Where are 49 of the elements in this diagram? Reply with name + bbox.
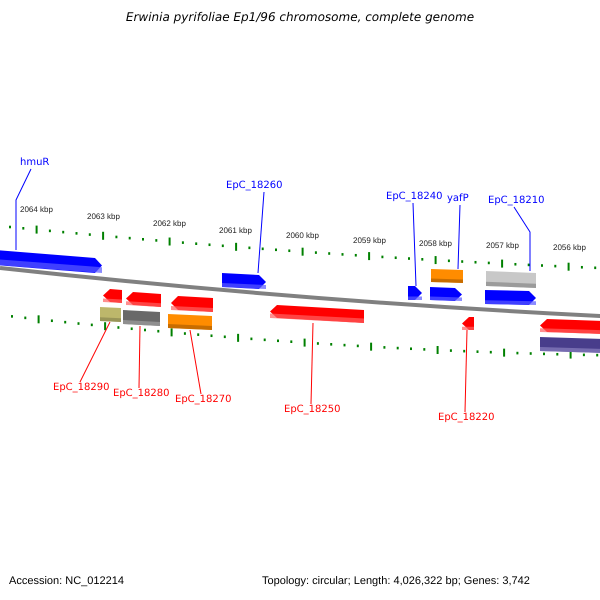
scale-label: 2059 kbp bbox=[353, 236, 386, 245]
scale-label: 2063 kbp bbox=[87, 212, 120, 221]
gene-feature-bar bbox=[486, 271, 536, 288]
gene-label: EpC_18240 bbox=[386, 191, 442, 203]
gene-feature-bar bbox=[123, 310, 160, 326]
gene-label: EpC_18220 bbox=[438, 412, 494, 424]
gene-feature-bar bbox=[168, 314, 212, 330]
gene-label: hmuR bbox=[20, 157, 50, 169]
gene-feature-bar bbox=[430, 287, 462, 301]
gene-label: yafP bbox=[447, 193, 469, 205]
gene-label: EpC_18250 bbox=[284, 404, 340, 416]
gene-feature-bar bbox=[0, 250, 102, 273]
gene-feature-bar bbox=[126, 292, 161, 307]
footer-note: Topology: circular; Length: 4,026,322 bp; Genes: 3,742 bbox=[262, 575, 530, 587]
diagram-title: Erwinia pyrifoliae Ep1/96 chromosome, complete genome bbox=[124, 10, 476, 24]
leader-line bbox=[16, 168, 32, 250]
leader-line bbox=[80, 322, 110, 382]
leader-line bbox=[258, 192, 264, 274]
gene-feature-bar bbox=[408, 286, 422, 300]
gene-label: EpC_18260 bbox=[226, 180, 282, 192]
leader-line bbox=[138, 326, 140, 388]
scale-label: 2064 kbp bbox=[20, 205, 53, 214]
gene-feature-bar bbox=[171, 296, 213, 312]
gene-feature-bar bbox=[270, 305, 364, 323]
gene-feature-bar bbox=[100, 307, 121, 322]
gene-feature-bar bbox=[462, 317, 474, 330]
leader-line bbox=[464, 330, 468, 412]
gene-feature-bar bbox=[431, 269, 463, 283]
gene-feature-bar bbox=[103, 289, 122, 303]
scale-label: 2058 kbp bbox=[419, 239, 452, 248]
footer-note: Accession: NC_012214 bbox=[9, 575, 124, 587]
leader-line bbox=[514, 206, 530, 272]
gene-feature-bar bbox=[540, 337, 600, 353]
gene-label: EpC_18280 bbox=[113, 388, 170, 400]
leader-line bbox=[412, 202, 416, 286]
scale-label: 2061 kbp bbox=[219, 226, 252, 235]
scale-label: 2057 kbp bbox=[486, 241, 519, 250]
gene-feature-bar bbox=[485, 290, 536, 305]
scale-label: 2062 kbp bbox=[153, 219, 186, 228]
leader-line bbox=[190, 330, 202, 394]
scale-label: 2056 kbp bbox=[553, 243, 586, 252]
gene-feature-bar bbox=[222, 273, 266, 289]
gene-label: EpC_18270 bbox=[175, 394, 232, 406]
gene-feature-bar bbox=[540, 319, 600, 334]
scale-label: 2060 kbp bbox=[286, 231, 319, 240]
leader-line bbox=[310, 322, 314, 404]
gene-label: EpC_18210 bbox=[488, 195, 544, 207]
leader-line bbox=[458, 204, 460, 270]
gene-label: EpC_18290 bbox=[53, 382, 110, 394]
